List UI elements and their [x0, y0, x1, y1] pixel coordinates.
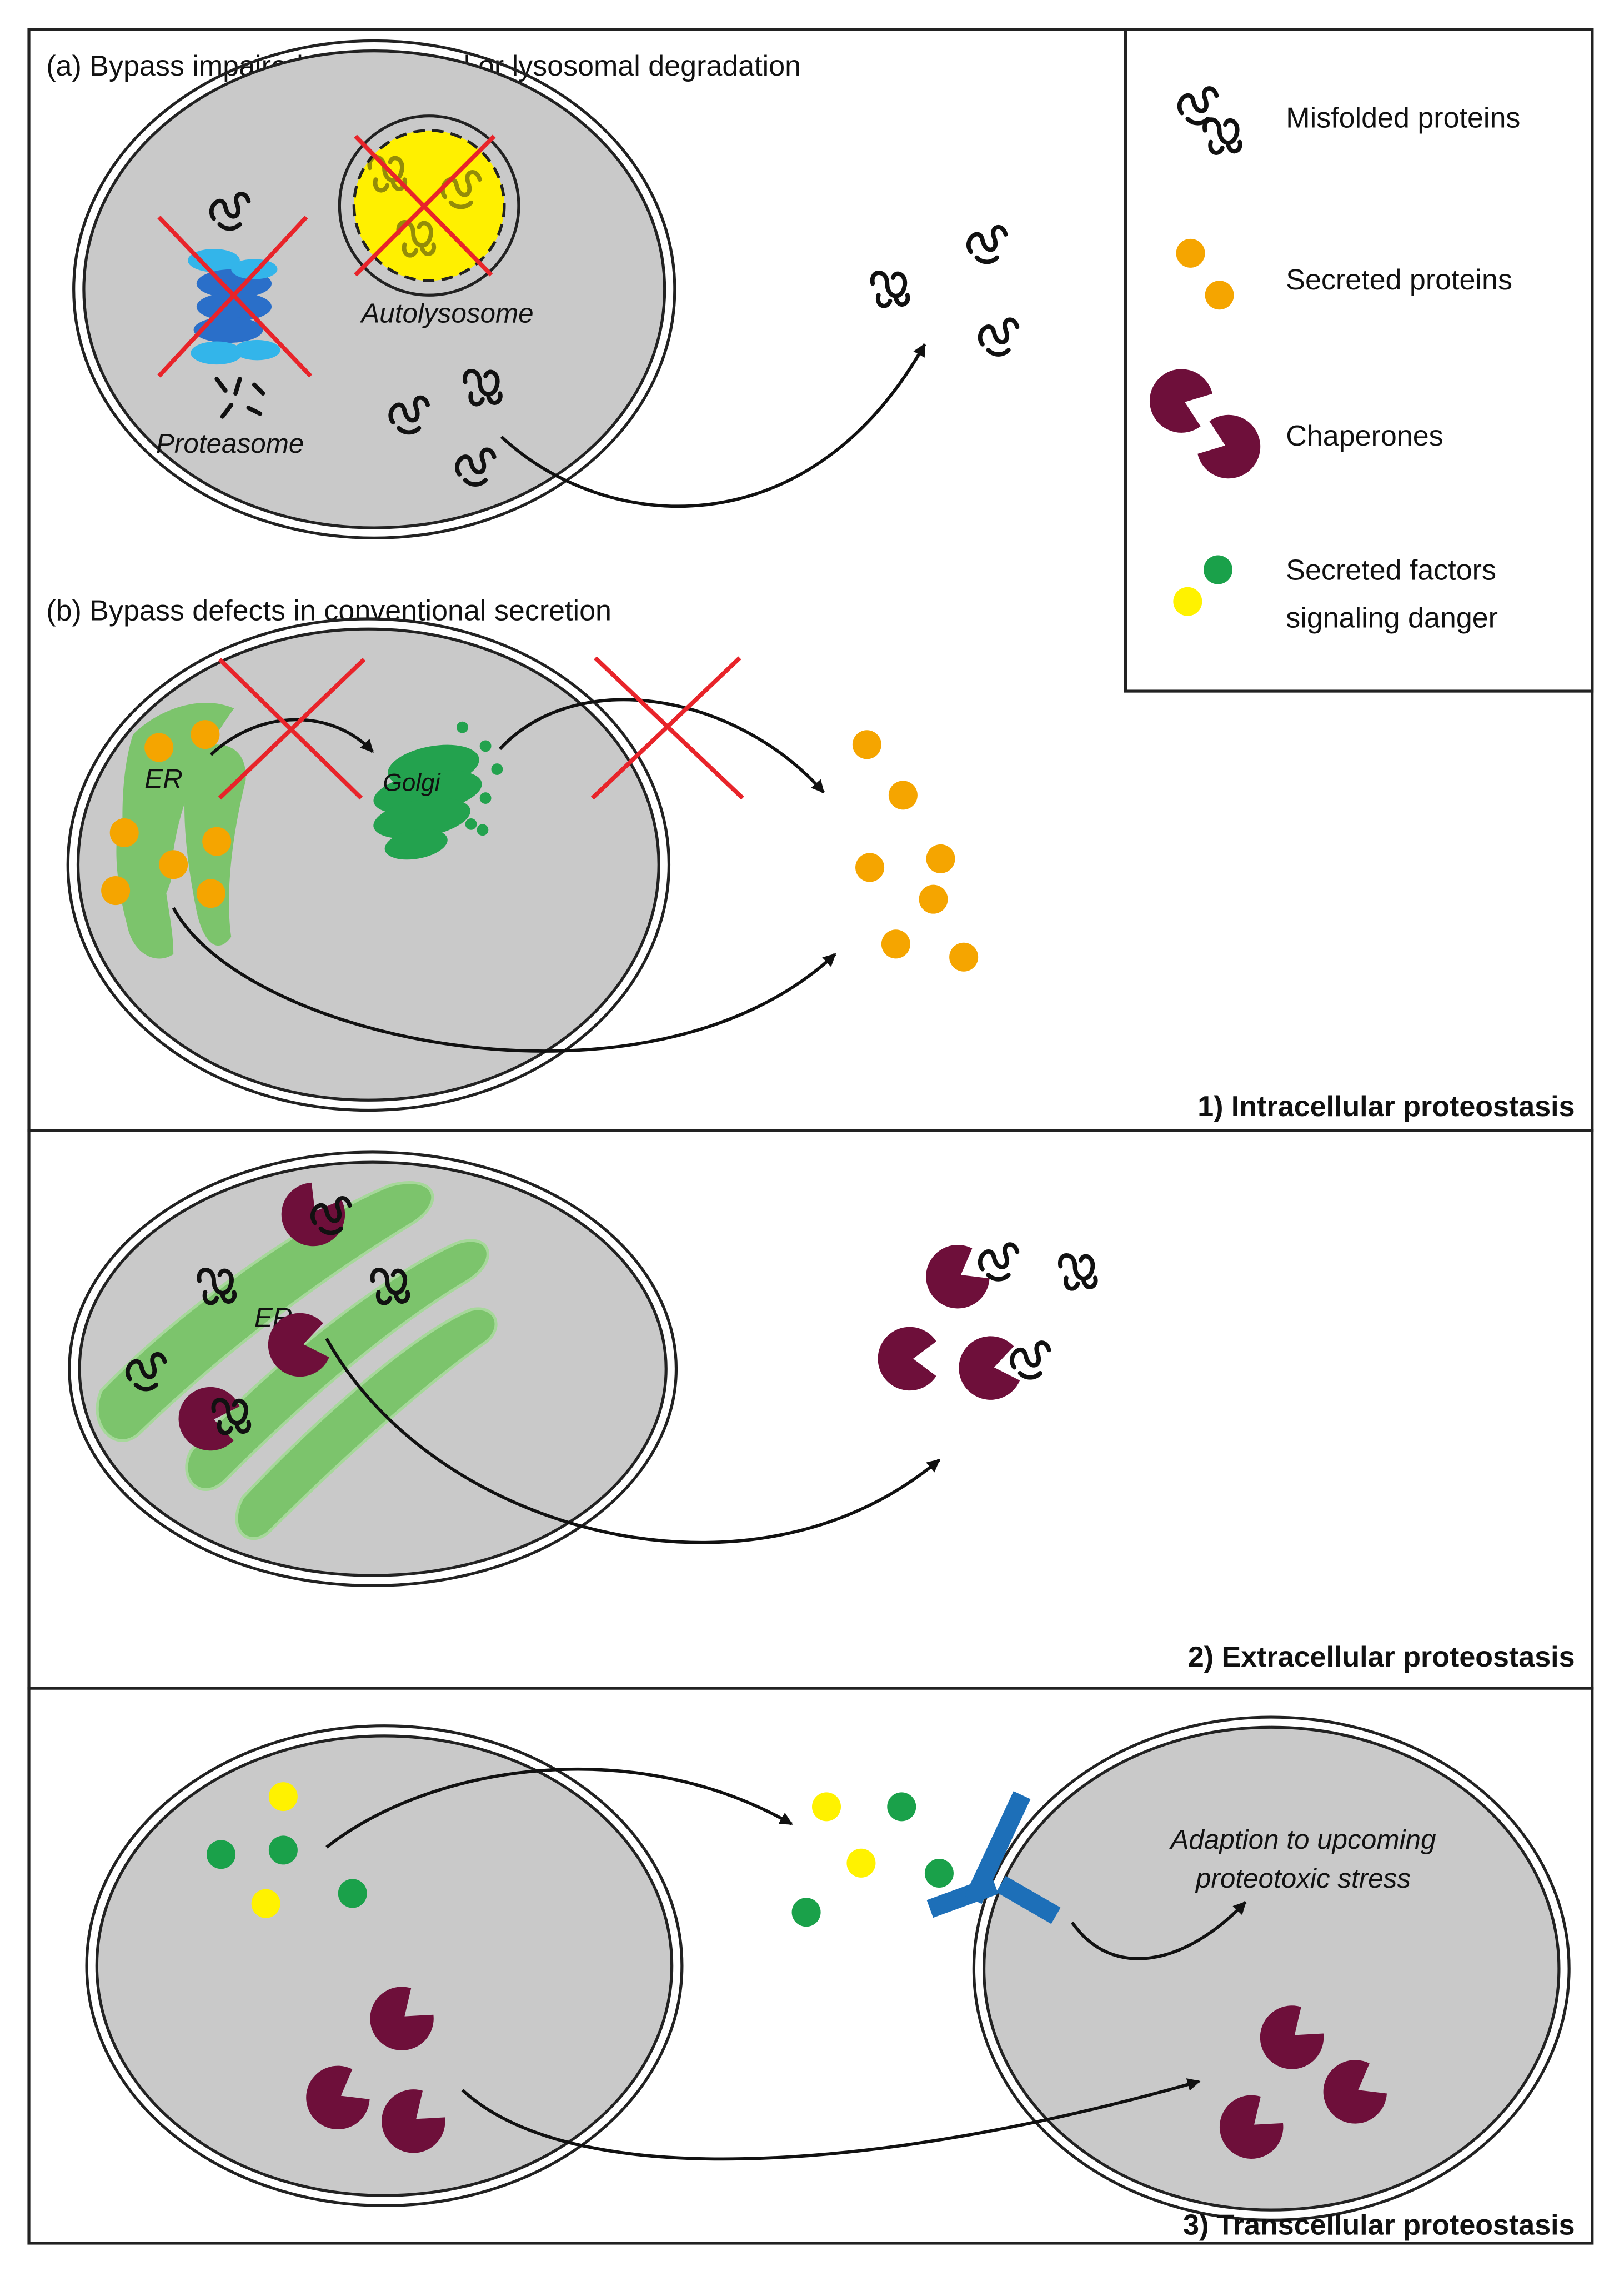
- golgi-label: Golgi: [383, 769, 440, 797]
- arrow-adaption-response: [1070, 1901, 1247, 1960]
- legend-chaperones: Chaperones: [1286, 420, 1443, 452]
- legend-frame: [1124, 28, 1594, 693]
- panel-intracellular-proteostasis: (a) Bypass impaired proteasomal or lysos…: [27, 28, 1594, 1132]
- panel-extracellular-proteostasis: ER 2) Extracellular proteostasis: [27, 1129, 1594, 1690]
- arrow-misfolded-export: [500, 343, 926, 508]
- arrow-chaperone-transfer: [461, 2078, 1201, 2161]
- misfolded-protein-icon: [1060, 1255, 1096, 1289]
- cell-receiver: [972, 1715, 1571, 2222]
- arrow-golgi-to-extracellular: [499, 698, 825, 794]
- autolysosome-label: Autolysosome: [359, 298, 533, 329]
- danger-signal-yellow-icon: [1173, 587, 1202, 616]
- adaption-line1: Adaption to upcoming: [1169, 1824, 1436, 1855]
- proteasome: Proteasome: [156, 194, 313, 459]
- danger-signals-sender: [207, 1782, 367, 1918]
- legend: Misfolded proteins Secreted proteins Cha…: [1124, 28, 1594, 693]
- er-structure-large: ER: [96, 1181, 498, 1540]
- secreted-protein-icon: [1176, 238, 1205, 268]
- proteasome-label: Proteasome: [156, 428, 304, 459]
- misfolded-protein-icon: [1012, 1343, 1049, 1378]
- cell-sender: [85, 1724, 684, 2207]
- chaperone-icon: [1219, 2005, 1387, 2159]
- arrow-er-to-golgi: [209, 718, 374, 756]
- danger-signals-extracellular: [791, 1792, 954, 1927]
- danger-signal-green-icon: [1203, 555, 1233, 584]
- panel-transcellular-proteostasis: Adaption to upcoming proteotoxic stress …: [27, 1687, 1594, 2245]
- panel-1-footer: 1) Intracellular proteostasis: [1197, 1091, 1575, 1123]
- er-label: ER: [144, 763, 183, 794]
- arrow-chaperone-secretion: [325, 1338, 940, 1544]
- cell-a: [72, 39, 676, 539]
- adaption-line2: proteotoxic stress: [1195, 1863, 1411, 1894]
- chaperone-icon: [878, 1245, 1020, 1400]
- panel-3-footer: 3) Transcellular proteostasis: [1183, 2209, 1575, 2241]
- legend-danger-line2: signaling danger: [1286, 602, 1498, 634]
- receptor-icon: [926, 1791, 1061, 1924]
- golgi: Golgi: [373, 721, 503, 860]
- legend-secreted: Secreted proteins: [1286, 264, 1512, 296]
- chaperone-icon: [1150, 369, 1261, 479]
- misfolded-protein-icon: [980, 319, 1017, 354]
- misfolded-protein-icon: [969, 227, 1006, 262]
- panel-3-frame: [27, 1687, 1594, 2245]
- arrow-danger-signal-secretion: [325, 1767, 793, 1849]
- legend-misfolded: Misfolded proteins: [1286, 102, 1520, 134]
- arrow-unconventional-secretion: [172, 907, 836, 1053]
- secreted-proteins-intracellular: [101, 720, 232, 908]
- panel-2-footer: 2) Extracellular proteostasis: [1188, 1641, 1575, 1673]
- misfolded-protein-icon: [980, 1244, 1017, 1279]
- autolysosome: Autolysosome: [338, 114, 534, 329]
- legend-danger-line1: Secreted factors: [1286, 554, 1496, 587]
- misfolded-protein-icon: [873, 273, 908, 306]
- secreted-proteins-extracellular: [852, 730, 979, 972]
- chaperone-icon: [306, 1987, 445, 2153]
